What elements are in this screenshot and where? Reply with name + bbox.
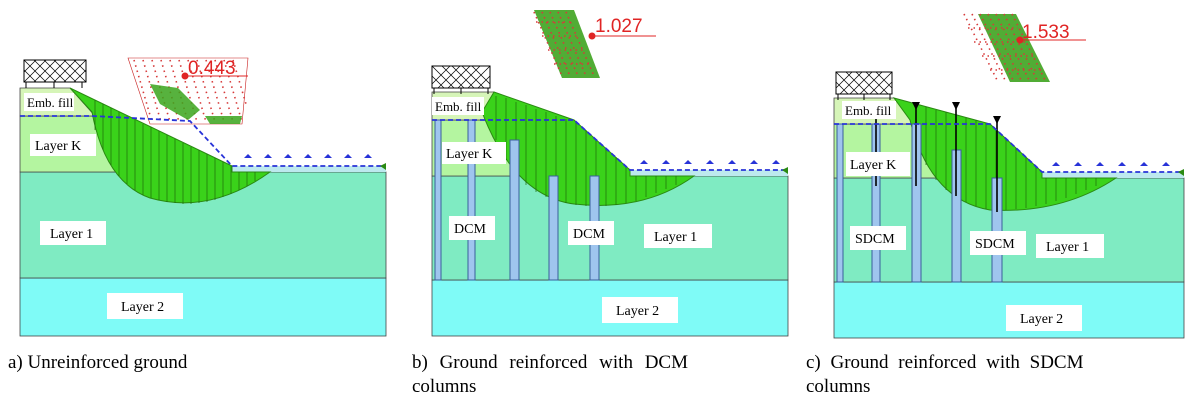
label-column-1: SDCM bbox=[855, 232, 895, 247]
label-layer-1: Layer 1 bbox=[50, 227, 93, 242]
label-layer-k: Layer K bbox=[35, 139, 81, 154]
caption-line-2: columns bbox=[412, 376, 477, 397]
caption-line-2: columns bbox=[806, 376, 871, 397]
caption-line-1: b) Ground reinforced with DCM bbox=[412, 352, 689, 373]
factor-of-safety: 1.027 bbox=[595, 16, 643, 37]
panel-a: 0.443 bbox=[0, 0, 390, 406]
panel-c: 1.533 bbox=[800, 0, 1186, 406]
water-load-arrows bbox=[640, 160, 780, 164]
slip-centre-grid bbox=[127, 57, 249, 125]
surcharge-load bbox=[431, 65, 491, 94]
water-table bbox=[432, 119, 788, 171]
water-layer bbox=[232, 166, 386, 172]
label-layer-2: Layer 2 bbox=[616, 304, 659, 319]
factor-of-safety: 0.443 bbox=[188, 58, 236, 79]
label-emb-fill: Emb. fill bbox=[27, 95, 74, 110]
label-column-2: DCM bbox=[573, 227, 605, 242]
label-emb-fill: Emb. fill bbox=[845, 103, 892, 118]
water-load-arrows bbox=[1052, 162, 1170, 166]
surcharge-load bbox=[23, 59, 87, 88]
caption-line-1: a) Unreinforced ground bbox=[8, 352, 188, 373]
diagram-c: 1.533 bbox=[833, 13, 1185, 339]
slip-centre-grid bbox=[533, 10, 600, 78]
label-column-2: SDCM bbox=[975, 237, 1015, 252]
label-layer-2: Layer 2 bbox=[121, 300, 164, 315]
caption-b: b) Ground reinforced with DCM columns bbox=[412, 351, 792, 399]
water-layer bbox=[630, 170, 788, 176]
label-column-1: DCM bbox=[454, 222, 486, 237]
label-layer-1: Layer 1 bbox=[654, 230, 697, 245]
caption-line-1: c) Ground reinforced with SDCM bbox=[806, 352, 1084, 373]
water-table bbox=[20, 115, 386, 167]
label-layer-1: Layer 1 bbox=[1046, 240, 1089, 255]
factor-of-safety: 1.533 bbox=[1022, 22, 1070, 43]
surcharge-load bbox=[835, 71, 893, 100]
water-load-arrows bbox=[244, 154, 372, 158]
water-table bbox=[834, 123, 1184, 173]
caption-c: c) Ground reinforced with SDCM columns bbox=[806, 351, 1184, 399]
label-layer-2: Layer 2 bbox=[1020, 312, 1063, 327]
caption-a: a) Unreinforced ground bbox=[8, 351, 380, 375]
label-layer-k: Layer K bbox=[446, 147, 492, 162]
layer-2-region bbox=[19, 277, 387, 337]
panel-b: 1.027 bbox=[404, 0, 794, 406]
label-layer-k: Layer K bbox=[850, 158, 896, 173]
diagram-a: 0.443 bbox=[19, 57, 387, 337]
label-emb-fill: Emb. fill bbox=[435, 99, 482, 114]
water-layer bbox=[1042, 172, 1184, 178]
slip-mass bbox=[481, 91, 696, 206]
diagram-b: 1.027 bbox=[431, 10, 789, 337]
